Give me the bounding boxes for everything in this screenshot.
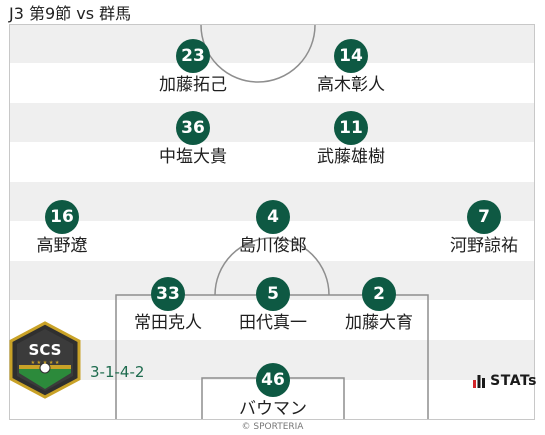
player-name: 島川俊郎 <box>239 236 307 256</box>
player-number-badge: 23 <box>176 39 210 73</box>
player-name: 中塩大貴 <box>159 147 227 167</box>
player-name: 高木彰人 <box>317 75 385 95</box>
player-marker[interactable]: 5 田代真一 <box>208 277 338 334</box>
player-marker[interactable]: 46 バウマン <box>208 363 338 419</box>
player-name: 田代真一 <box>239 313 307 333</box>
player-number-badge: 36 <box>176 111 210 145</box>
player-marker[interactable]: 7 河野諒祐 <box>419 200 534 257</box>
pitch-stripe <box>10 103 534 142</box>
player-number-badge: 11 <box>334 111 368 145</box>
player-number-badge: 4 <box>256 200 290 234</box>
player-marker[interactable]: 4 島川俊郎 <box>208 200 338 257</box>
player-name: 高野遼 <box>36 236 88 256</box>
player-name: 加藤大育 <box>345 313 413 333</box>
player-number-badge: 16 <box>45 200 79 234</box>
stats-logo: STATs <box>473 370 537 392</box>
player-name: 武藤雄樹 <box>317 147 385 167</box>
player-number-badge: 2 <box>362 277 396 311</box>
player-name: 常田克人 <box>134 313 202 333</box>
player-marker[interactable]: 14 高木彰人 <box>286 39 416 96</box>
player-number-badge: 46 <box>256 363 290 397</box>
header-title: J3 第9節 vs 群馬 <box>9 4 132 23</box>
pitch-stripe <box>10 25 534 63</box>
copyright-text: © SPORTERIA <box>241 422 304 432</box>
player-number-badge: 5 <box>256 277 290 311</box>
pitch: 23 加藤拓己 14 高木彰人 36 中塩大貴 11 武藤雄樹 16 高野遼 4… <box>9 24 535 420</box>
player-number-badge: 7 <box>467 200 501 234</box>
player-number-badge: 33 <box>151 277 185 311</box>
team-badge-text: SCS <box>29 341 62 359</box>
formation-label: 3-1-4-2 <box>90 363 145 381</box>
player-number-badge: 14 <box>334 39 368 73</box>
player-marker[interactable]: 33 常田克人 <box>103 277 233 334</box>
player-marker[interactable]: 11 武藤雄樹 <box>286 111 416 168</box>
player-marker[interactable]: 16 高野遼 <box>10 200 127 257</box>
player-name: 加藤拓己 <box>159 75 227 95</box>
player-marker[interactable]: 36 中塩大貴 <box>128 111 258 168</box>
stats-bars-icon <box>473 374 486 388</box>
player-name: 河野諒祐 <box>450 236 518 256</box>
player-name: バウマン <box>239 399 307 419</box>
stats-logo-text: STATs <box>490 373 537 389</box>
player-marker[interactable]: 23 加藤拓己 <box>128 39 258 96</box>
penalty-arc <box>214 237 330 296</box>
team-crest-icon: SCS ★ ★ ★ ★ ★ <box>9 321 81 399</box>
player-marker[interactable]: 2 加藤大育 <box>314 277 444 334</box>
badge-stars-icon: ★ ★ ★ ★ ★ <box>31 360 60 366</box>
